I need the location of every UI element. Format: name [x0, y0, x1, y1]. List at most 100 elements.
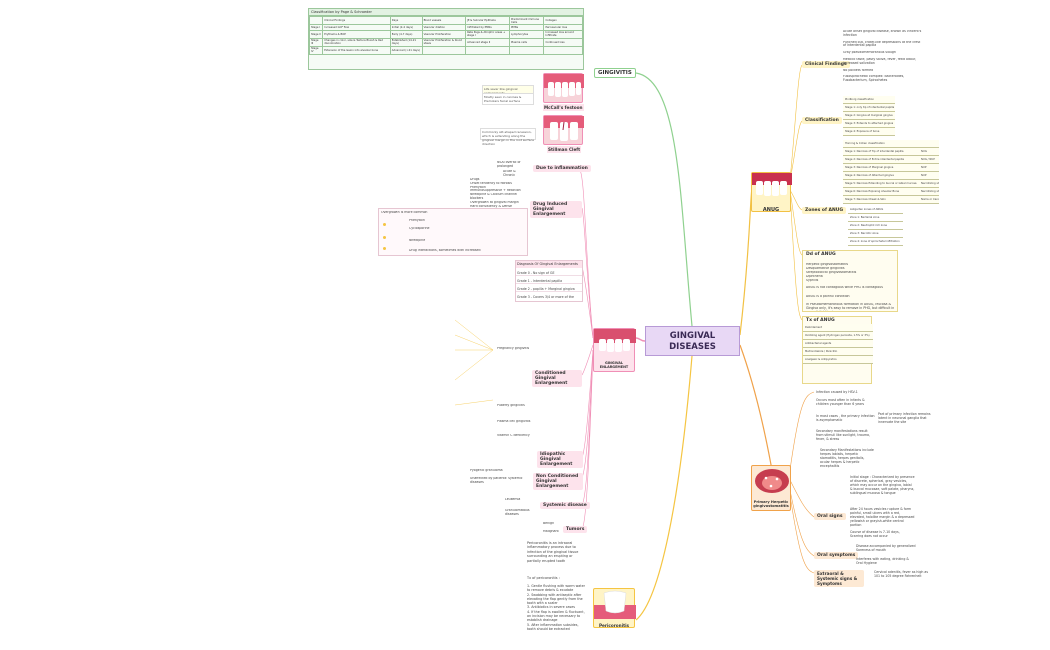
anug-ddx[interactable]: Dd of ANUG [806, 252, 836, 257]
due-to-inflammation[interactable]: Due to inflammation [533, 165, 591, 172]
conditioned-item: Puberty gingivitis [497, 404, 525, 407]
non-conditioned-enlargement[interactable]: Non Conditioned Gingival Enlargement [533, 473, 583, 490]
tx-item: 2. Swabbing with antiseptic after elevat… [527, 592, 583, 606]
phg-oral-symptoms[interactable]: Oral symptoms [814, 552, 859, 559]
idiopathic-enlargement[interactable]: Idiopathic Gingival Enlargement [537, 451, 583, 468]
systemic-item: Leukemia [505, 498, 521, 501]
non-conditioned-item: Unaffected by patients' systemic disease… [470, 477, 523, 484]
diagnosis-row: Grade 3 - Covers 3/4 or more of the crow… [517, 295, 574, 299]
phg-image[interactable]: Primary Herpetic gingivostomatitis [751, 465, 791, 511]
clinical-items: Acute onset gingival disease, known as V… [843, 30, 922, 83]
phg-intro-item: Secondary Manifestations include herpes … [820, 448, 874, 468]
gingivitis-classification-table: Classification by Page & Schroeder Clini… [308, 8, 584, 70]
bullet-icon [383, 223, 386, 226]
tx-item: 4. If the flap is swollen & fluctuant, a… [527, 609, 585, 623]
diagnosis-title: Diagnosis Of Gingival Enlargements [516, 261, 582, 268]
branch-gingivitis[interactable]: GINGIVITIS [594, 68, 636, 78]
necrotic-gums-icon [752, 173, 792, 196]
due-item: Acute & Chronic [503, 170, 516, 177]
anug-label: ANUG [762, 207, 780, 213]
oral-symptom-item: Interferes with eating, drinking & Oral … [856, 557, 909, 565]
central-title-line2: DISEASES [669, 342, 716, 352]
pericoronitis-tx-title: Tx of pericoronitis : [527, 576, 560, 580]
oral-sign-item: Initial stage : Characterized by presenc… [850, 475, 915, 495]
phg-extraoral[interactable]: Extraoral & Systemic signs & Symptoms [814, 570, 864, 587]
drug-table: Overgrowth is more common Phenytoin Cycl… [378, 208, 528, 256]
table-title: Classification by Page & Schroeder [309, 9, 583, 16]
phg-intro: Infection caused by HSV-1 [816, 390, 858, 394]
conditioned-item: Plasma cell gingivitis [497, 420, 531, 423]
conditioned-detail-block [415, 305, 495, 415]
phg-intro-item: Secondary manifestations result from sti… [816, 429, 871, 441]
tx-item: 5. After inflammation subsides, tooth sh… [527, 622, 579, 631]
central-topic[interactable]: GINGIVAL DISEASES [645, 326, 740, 356]
anug-image[interactable]: ANUG [751, 172, 792, 213]
anug-clinical-findings[interactable]: Clinical Findings [802, 61, 850, 68]
connector-gingivitis [635, 72, 693, 327]
anug-ddx-box: Dd of ANUG Herpetic gingivostomatitis De… [802, 250, 898, 312]
phg-subconnectors [789, 391, 815, 574]
drug-induced[interactable]: Drug Induced Gingival Enlargement [530, 201, 582, 218]
diagnosis-row: Grade 0 - No sign of GE [516, 268, 582, 276]
stillman-cleft-image [543, 115, 584, 145]
enlargement-label-line1: GINGIVAL [604, 361, 624, 365]
anug-tx[interactable]: Tx of ANUG [806, 318, 835, 323]
stillman-label[interactable]: Stillman Cleft [547, 146, 582, 153]
tumor-item: Malignant [543, 530, 559, 533]
mccall-festoon-image [543, 73, 584, 103]
drug-items-list: Drugs Onset tendency to fibrosis Phenyto… [470, 178, 521, 208]
molar-icon [594, 590, 636, 619]
due-item: NSAI overall or prolonged [497, 161, 521, 168]
anug-tx-box: Tx of ANUG Debridement Oxidizing agent (… [802, 316, 873, 384]
zones-rows: Listgarten zones of ANUG Zone 1: Bacteri… [848, 206, 903, 246]
phg-oral-signs[interactable]: Oral signs [814, 513, 846, 520]
tx-item: 3. Antibiotics in severe cases [527, 605, 575, 610]
oral-sign-item: After 24 hours vesicles rupture & form p… [850, 507, 915, 527]
systemic-disease[interactable]: Systemic disease [540, 502, 590, 509]
tumors[interactable]: Tumors [563, 526, 588, 533]
oral-symptom-item: Disease accompanied by generalized Soren… [856, 544, 916, 552]
conditioned-item: Vitamin C deficiency [497, 434, 530, 437]
anug-zones[interactable]: Zones of ANUG [802, 207, 847, 214]
phg-label-line1: Primary Herpetic [753, 500, 789, 504]
anug-classification[interactable]: Classification [802, 117, 842, 124]
oral-sign-item: Course of disease is 7-10 days, Scarring… [850, 530, 900, 538]
connector-enlargement [635, 337, 646, 342]
enlargement-image[interactable]: GINGIVAL ENLARGEMENT [593, 328, 636, 372]
pericoronitis-tx-list: 1. Gentle flushing with warm water to re… [527, 584, 587, 631]
bullet-icon [383, 247, 386, 250]
phg-intro-item: In most cases , the primary infection is… [816, 414, 875, 422]
mouth-lesion-icon [755, 469, 789, 493]
pericoronitis-label: Pericoronitis [598, 623, 630, 628]
anug-subconnectors [789, 64, 803, 321]
conditioned-enlargement[interactable]: Conditioned Gingival Enlargement [532, 370, 582, 387]
gum-cleft-icon [544, 116, 584, 141]
enlargement-label-line2: ENLARGEMENT [599, 365, 629, 369]
detail-lines [454, 319, 494, 406]
pericoronitis-image[interactable]: Pericoronitis [593, 588, 636, 628]
mccall-note-2: Mostly seen in canines & Premolars facia… [482, 93, 534, 105]
enlarged-gums-icon [594, 329, 636, 352]
non-conditioned-item: Pyogenic granuloma [470, 469, 503, 472]
connector-pericoronitis [635, 355, 693, 621]
connector-phg [739, 344, 773, 471]
horning-table: Horning & Cohen classification Stage 1: … [843, 140, 939, 204]
central-title-line1: GINGIVAL [669, 331, 716, 341]
pindborg-rows: Pindborg classification Stage 1: only ti… [843, 96, 895, 136]
mccall-label[interactable]: McCall's festoon [543, 104, 584, 111]
tx-item: 1. Gentle flushing with warm water to re… [527, 584, 585, 593]
teeth-icon [544, 74, 584, 97]
diagnosis-row: Grade 2 - papilla + Marginal gingiva [516, 284, 582, 292]
phg-label-line2: gingivostomatitis [753, 504, 789, 509]
extraoral-item: Cervical adenitis, fever as high as 101 … [874, 570, 928, 578]
diagnosis-table: Diagnosis Of Gingival Enlargements Grade… [515, 260, 583, 302]
conditioned-item: Pregnancy gingivitis [497, 347, 530, 350]
phg-latent-note: Part of primary infection remains latent… [878, 412, 931, 424]
systemic-item: Granulomatous diseases [505, 509, 530, 516]
bullet-icon [383, 236, 386, 239]
